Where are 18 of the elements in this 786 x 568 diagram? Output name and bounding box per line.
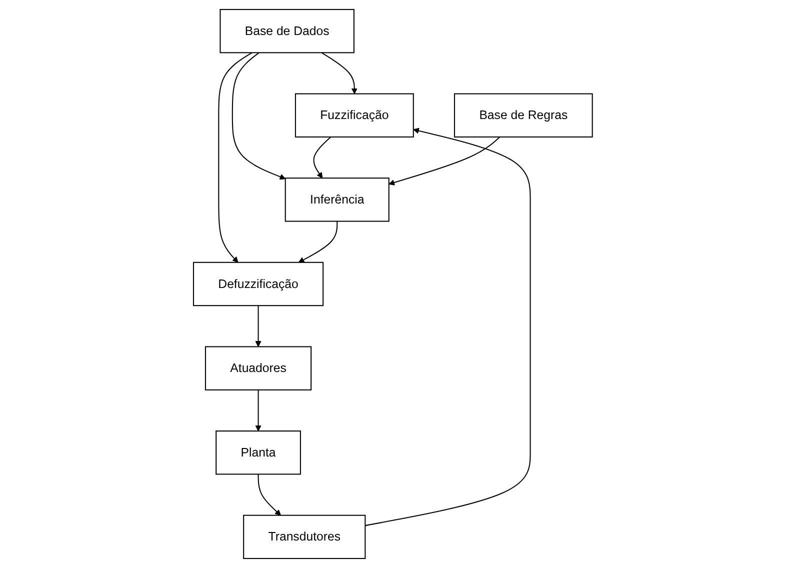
arrow bbox=[298, 221, 338, 263]
node-box: Planta bbox=[216, 430, 302, 475]
node-box: Atuadores bbox=[205, 346, 312, 390]
node-box: Base de Regras bbox=[454, 93, 593, 138]
node-box: Defuzzificação bbox=[193, 262, 324, 306]
arrow bbox=[255, 390, 262, 432]
arrow bbox=[232, 52, 286, 180]
node-box: Base de Dados bbox=[220, 8, 355, 54]
arrow bbox=[258, 474, 282, 516]
node-box: Transdutores bbox=[243, 514, 366, 560]
node-box: Fuzzificação bbox=[295, 93, 414, 138]
arrow bbox=[388, 136, 500, 186]
arrow bbox=[365, 128, 531, 526]
node-box: Inferência bbox=[284, 178, 390, 222]
arrow bbox=[255, 306, 262, 347]
arrow bbox=[313, 136, 332, 178]
arrow bbox=[321, 52, 358, 94]
arrow bbox=[218, 52, 252, 263]
